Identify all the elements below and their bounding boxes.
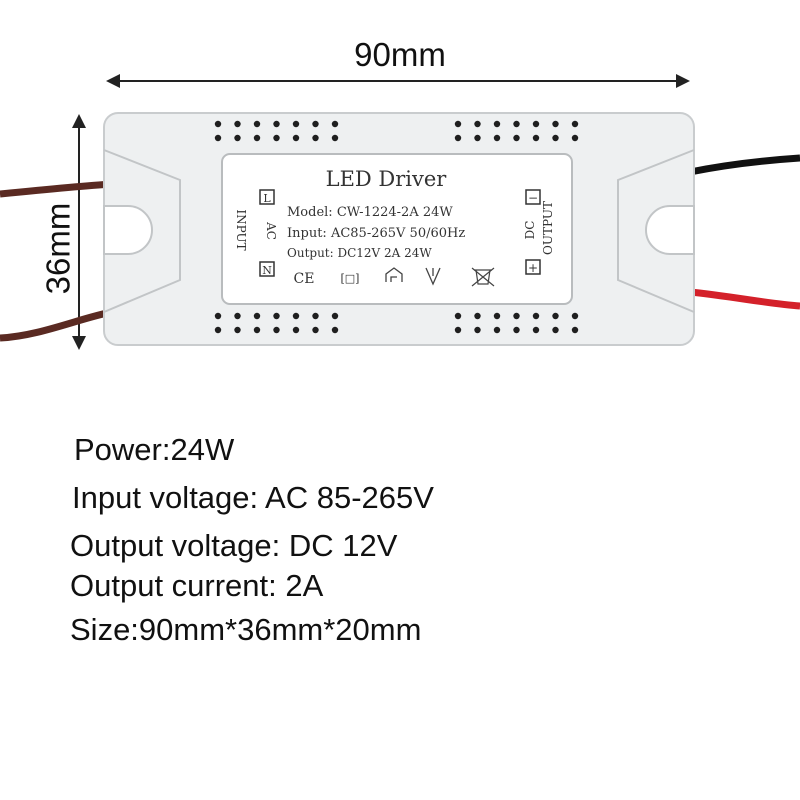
vent-hole	[493, 312, 501, 320]
vent-hole	[253, 120, 261, 128]
vent-hole	[273, 134, 280, 142]
vent-hole	[571, 326, 579, 334]
vent-hole	[312, 120, 319, 128]
label-model: Model: CW-1224-2A 24W	[287, 205, 453, 220]
right-ear-contour	[617, 149, 695, 313]
label-title: LED Driver	[326, 167, 448, 191]
input-wires	[0, 180, 113, 342]
vent-hole	[454, 326, 462, 334]
output-wires	[689, 154, 800, 310]
vent-hole	[234, 120, 241, 128]
ce-mark-icon: CE	[294, 271, 315, 287]
spec-size: Size:90mm*36mm*20mm	[70, 612, 422, 647]
vent-hole	[493, 134, 501, 142]
vent-hole	[474, 120, 481, 128]
vent-hole	[273, 312, 280, 320]
terminal-n: N	[262, 264, 272, 277]
vent-hole	[532, 120, 540, 128]
input-wire-bottom	[0, 308, 113, 342]
vent-hole	[474, 326, 481, 334]
vent-hole	[454, 312, 462, 320]
indoor-use-icon	[385, 267, 403, 282]
height-dimension-arrow	[72, 114, 86, 350]
vent-hole	[292, 312, 300, 320]
vent-hole	[292, 120, 300, 128]
vent-hole	[292, 326, 300, 334]
vent-hole	[234, 312, 241, 320]
vent-hole	[552, 326, 559, 334]
vent-hole	[552, 312, 559, 320]
label-output-side: OUTPUT	[541, 201, 555, 255]
vent-hole	[234, 134, 241, 142]
vent-hole	[273, 326, 280, 334]
vent-hole	[513, 326, 520, 334]
vent-hole	[253, 312, 261, 320]
vent-hole	[513, 312, 520, 320]
label-output-dc: DC	[523, 221, 537, 240]
left-ear-contour	[103, 149, 181, 313]
spec-input-voltage: Input voltage: AC 85-265V	[72, 480, 434, 515]
vent-hole	[454, 134, 462, 142]
vent-hole	[214, 326, 222, 334]
terminal-l-box	[259, 189, 275, 205]
vent-hole	[571, 134, 579, 142]
output-wire-red	[689, 288, 800, 310]
vent-hole	[474, 312, 481, 320]
vent-hole	[312, 134, 319, 142]
vent-hole	[253, 134, 261, 142]
vent-hole	[331, 120, 339, 128]
vent-hole	[273, 120, 280, 128]
terminal-plus: +	[528, 261, 538, 275]
label-output: Output: DC12V 2A 24W	[287, 246, 432, 260]
vent-hole	[331, 134, 339, 142]
label-input-ac: AC	[264, 221, 278, 240]
terminal-plus-box	[525, 259, 541, 275]
terminal-minus-box	[525, 189, 541, 205]
terminal-n-box	[259, 261, 275, 277]
vent-hole	[513, 120, 520, 128]
vent-hole	[493, 326, 501, 334]
vent-hole	[552, 120, 559, 128]
vent-hole	[571, 312, 579, 320]
vent-hole	[532, 326, 540, 334]
label-input: Input: AC85-265V 50/60Hz	[287, 226, 465, 241]
spec-output-voltage: Output voltage: DC 12V	[70, 528, 398, 563]
spec-power: Power:24W	[74, 432, 235, 467]
vent-hole	[234, 326, 241, 334]
vent-hole	[493, 120, 501, 128]
right-mount-slot	[645, 205, 695, 255]
vent-hole	[454, 120, 462, 128]
thermal-mark-icon	[425, 267, 441, 286]
vent-hole	[214, 120, 222, 128]
vent-hole	[331, 312, 339, 320]
class2-mark-icon: [□]	[341, 272, 360, 285]
left-mount-slot	[103, 205, 153, 255]
label-input-side: INPUT	[234, 209, 248, 250]
vent-hole	[312, 312, 319, 320]
weee-bin-icon	[471, 267, 495, 287]
vent-holes	[214, 120, 579, 334]
vent-hole	[513, 134, 520, 142]
vent-hole	[214, 312, 222, 320]
input-wire-top	[0, 180, 113, 198]
terminal-minus: −	[528, 191, 538, 205]
vent-hole	[532, 312, 540, 320]
vent-hole	[552, 134, 559, 142]
vent-hole	[253, 326, 261, 334]
output-wire-black	[689, 154, 800, 176]
width-dimension-label: 90mm	[354, 36, 446, 73]
vent-hole	[474, 134, 481, 142]
vent-hole	[214, 134, 222, 142]
width-dimension-arrow	[106, 74, 690, 88]
vent-hole	[292, 134, 300, 142]
spec-output-current: Output current: 2A	[70, 568, 324, 603]
terminal-l: L	[263, 192, 271, 205]
vent-hole	[312, 326, 319, 334]
label-panel	[221, 153, 573, 305]
vent-hole	[571, 120, 579, 128]
vent-hole	[331, 326, 339, 334]
vent-hole	[532, 134, 540, 142]
